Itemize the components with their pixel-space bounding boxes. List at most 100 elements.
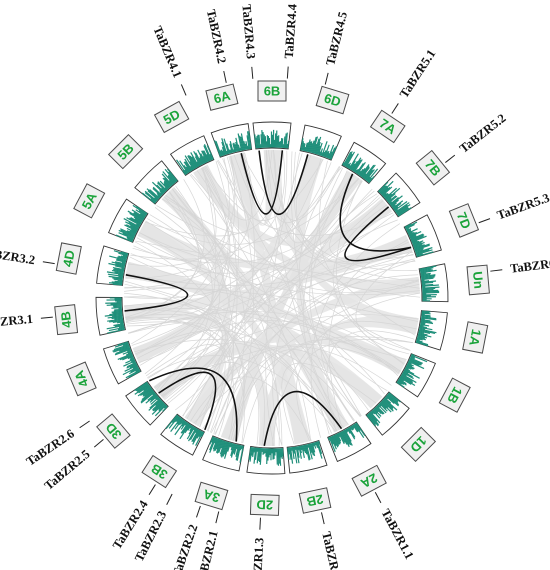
histogram-bar	[127, 351, 132, 354]
syntenic-link	[311, 167, 388, 392]
histogram-bar	[174, 420, 186, 436]
histogram-bar	[159, 190, 164, 195]
histogram-bar	[120, 251, 129, 255]
histogram-bar	[253, 447, 257, 464]
histogram-bar	[301, 142, 305, 151]
histogram-bar	[276, 448, 278, 465]
histogram-bar	[356, 163, 364, 174]
histogram-bar	[304, 142, 308, 152]
histogram-bar	[421, 281, 434, 285]
syntenic-ribbon	[124, 304, 276, 446]
syntenic-ribbon	[184, 276, 420, 427]
histogram-bar	[140, 387, 152, 396]
histogram-bar	[151, 181, 165, 194]
syntenic-link	[230, 349, 369, 441]
histogram-bar	[247, 145, 249, 150]
histogram-bar	[114, 317, 123, 320]
histogram-bar	[420, 320, 434, 325]
gene-label-TaBZR2.2: TaBZR2.2	[169, 523, 200, 570]
histogram-bar	[187, 155, 196, 169]
syntenic-link	[147, 355, 336, 432]
histogram-bar	[126, 362, 137, 369]
histogram-bar	[126, 230, 136, 236]
histogram-bar	[111, 316, 123, 320]
histogram-bar	[184, 169, 188, 174]
histogram-bar	[228, 149, 232, 154]
histogram-bar	[376, 405, 380, 409]
histogram-bar	[277, 448, 280, 466]
histogram-bar	[422, 287, 436, 290]
histogram-bar	[148, 398, 162, 411]
histogram-bar	[163, 180, 171, 188]
histogram-bar	[113, 345, 130, 353]
histogram-bar	[386, 193, 396, 202]
syntenic-link	[139, 232, 340, 430]
histogram-bar	[144, 192, 157, 203]
histogram-bar	[181, 419, 185, 425]
syntenic-ribbon	[161, 187, 230, 427]
histogram-bar	[408, 231, 413, 235]
histogram-bar	[106, 271, 124, 276]
histogram-bar	[117, 279, 123, 282]
histogram-bar	[245, 141, 248, 150]
histogram-bar	[113, 323, 124, 327]
histogram-bar	[142, 387, 153, 396]
syntenic-link	[125, 187, 224, 319]
histogram-bar	[421, 317, 437, 321]
histogram-bar	[163, 405, 168, 409]
chromosome-box	[54, 304, 79, 336]
histogram-bar	[130, 356, 134, 360]
histogram-bar	[405, 365, 412, 370]
gene-leader-line	[445, 154, 456, 163]
histogram-bar	[381, 186, 393, 197]
histogram-bar	[409, 231, 422, 238]
syntenic-link	[171, 188, 420, 293]
histogram-bar	[118, 232, 134, 240]
histogram-bar	[394, 201, 408, 212]
histogram-bar	[154, 401, 164, 412]
histogram-bar	[176, 159, 187, 175]
chromosome-7B: 7B	[415, 149, 451, 186]
histogram-bar	[405, 227, 410, 231]
histogram-bar	[186, 426, 196, 440]
histogram-bar	[183, 164, 190, 173]
chromosome-2D: 2D	[249, 493, 280, 516]
gene-leader-line	[42, 261, 55, 265]
histogram-bar	[331, 435, 337, 447]
histogram-bar	[126, 237, 134, 242]
histogram-bar	[421, 275, 436, 279]
histogram-bar	[195, 152, 203, 166]
histogram-bar	[312, 442, 315, 447]
histogram-bar	[221, 150, 225, 156]
histogram-bar	[182, 170, 187, 176]
histogram-bar	[341, 430, 350, 445]
histogram-bar	[233, 142, 237, 152]
histogram-bar	[420, 269, 433, 273]
histogram-bar	[302, 143, 306, 151]
syntenic-link	[156, 205, 421, 298]
histogram-bar	[400, 376, 416, 386]
histogram-bar	[175, 416, 180, 423]
syntenic-link	[144, 166, 229, 375]
syntenic-link	[336, 179, 411, 351]
histogram-bar	[193, 150, 202, 166]
syntenic-link	[320, 321, 417, 421]
histogram-bar	[236, 444, 239, 450]
chromosome-label: 4D	[60, 249, 78, 268]
histogram-bar	[132, 361, 136, 364]
gene-leader-line	[321, 512, 325, 525]
histogram-bar	[324, 151, 329, 158]
syntenic-link	[124, 152, 253, 289]
histogram-bar	[401, 374, 413, 383]
histogram-bar	[374, 407, 382, 415]
chromosome-label: 5D	[161, 106, 183, 127]
histogram-bar	[189, 425, 194, 432]
histogram-bar	[366, 168, 379, 182]
gene-leader-line	[286, 66, 289, 79]
histogram-bar	[149, 398, 161, 409]
chromosome-label: 3A	[201, 486, 222, 505]
histogram-bar	[311, 442, 316, 453]
histogram-bar	[316, 441, 323, 459]
histogram-bar	[181, 420, 187, 427]
histogram-bar	[215, 439, 222, 453]
